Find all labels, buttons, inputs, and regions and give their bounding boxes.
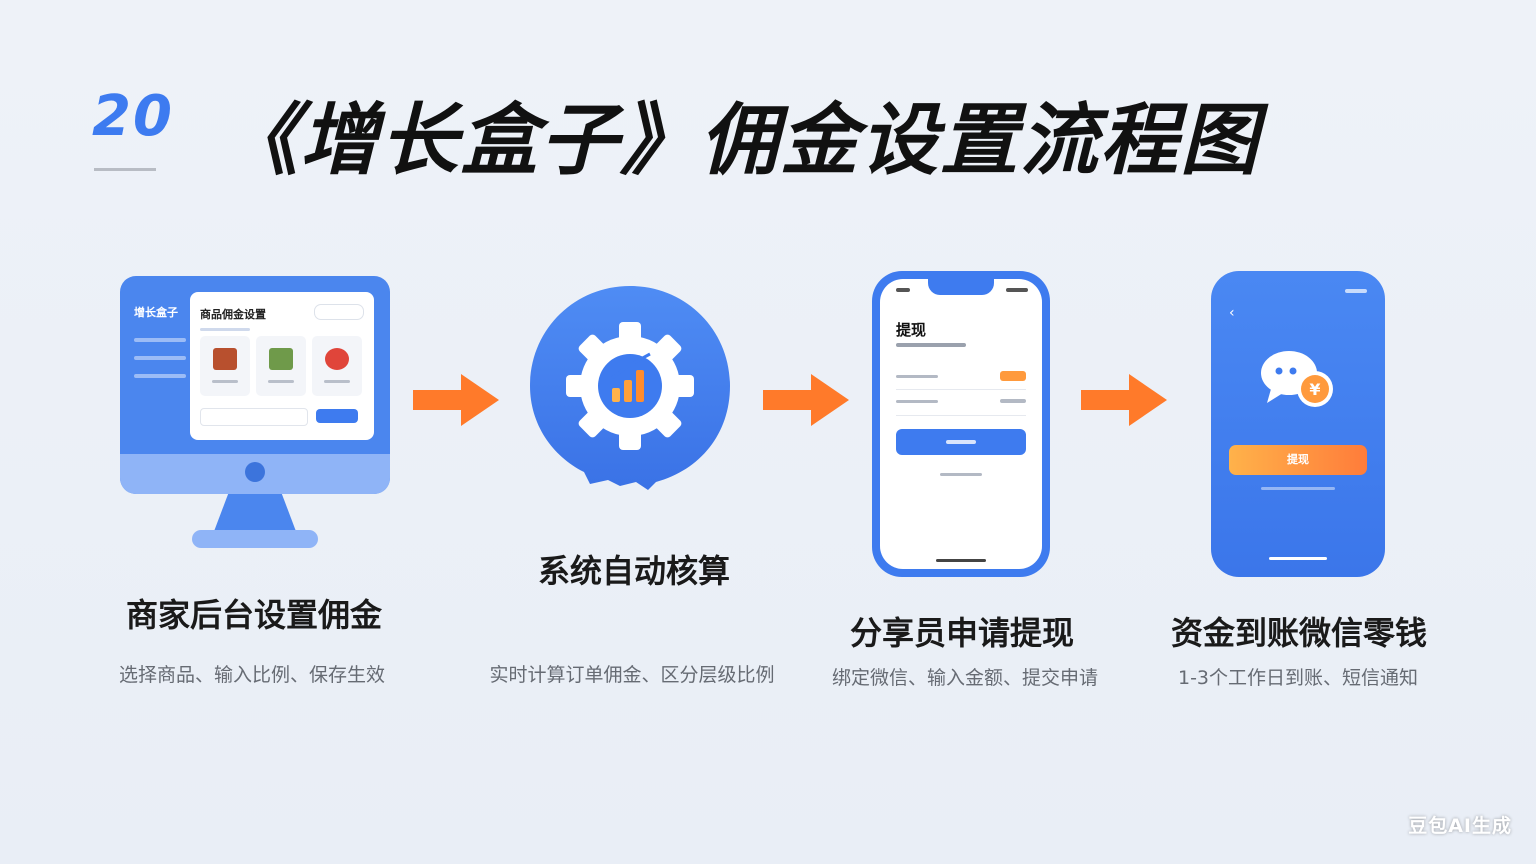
slide-number: 20 xyxy=(92,84,174,149)
monitor-brand-label: 增长盒子 xyxy=(134,306,178,319)
monitor-power-dot xyxy=(245,462,265,482)
arrival-note xyxy=(1261,487,1335,490)
step-1-desc: 选择商品、输入比例、保存生效 xyxy=(118,664,386,686)
product-label xyxy=(212,380,238,383)
chevron-left-icon: ‹ xyxy=(1229,305,1235,321)
status-signal-icon xyxy=(1006,288,1028,292)
step-4-title: 资金到账微信零钱 xyxy=(1170,614,1428,652)
submit-button-label xyxy=(946,440,976,444)
status-time xyxy=(896,288,910,292)
watermark: 豆包AI生成 xyxy=(1408,815,1512,837)
arrow-right-icon xyxy=(1081,374,1167,426)
step-2-desc: 实时计算订单佣金、区分层级比例 xyxy=(489,664,775,686)
phone-screen: 提现 xyxy=(880,279,1042,569)
product-card xyxy=(312,336,362,396)
monitor-search-box xyxy=(314,304,364,320)
monitor-panel-subtitle xyxy=(200,328,250,331)
phone-notch xyxy=(928,279,994,295)
form-divider xyxy=(896,389,1026,390)
monitor-menu-item xyxy=(134,374,186,378)
product-label xyxy=(324,380,350,383)
withdraw-subtitle xyxy=(896,343,966,347)
product-label xyxy=(268,380,294,383)
step-1-title: 商家后台设置佣金 xyxy=(125,596,383,634)
form-divider xyxy=(896,415,1026,416)
save-button xyxy=(316,409,358,423)
step-4-desc: 1-3个工作日到账、短信通知 xyxy=(1177,667,1419,689)
monitor-panel-title: 商品佣金设置 xyxy=(200,308,266,321)
monitor-menu-item xyxy=(134,356,186,360)
monitor-settings-panel: 商品佣金设置 xyxy=(190,292,374,440)
home-indicator xyxy=(1269,557,1327,560)
monitor-stand-neck xyxy=(213,494,297,534)
currency-symbol: ¥ xyxy=(1309,380,1320,399)
monitor-stand-base xyxy=(192,530,318,548)
form-label xyxy=(896,400,938,403)
slide-number-underline xyxy=(94,168,156,171)
withdraw-title: 提现 xyxy=(896,321,927,339)
step-3-desc: 绑定微信、输入金额、提交申请 xyxy=(831,667,1099,689)
withdraw-button-label: 提现 xyxy=(1287,453,1309,466)
page-title: 《增长盒子》佣金设置流程图 xyxy=(220,96,1261,186)
step-3-title: 分享员申请提现 xyxy=(849,614,1075,652)
wechat-phone-illustration: ‹ ¥ 提现 xyxy=(1211,271,1385,577)
arrow-right-icon xyxy=(413,374,499,426)
product-thumbnail xyxy=(213,348,237,370)
product-thumbnail xyxy=(269,348,293,370)
merchant-monitor-illustration: 增长盒子 商品佣金设置 xyxy=(120,276,390,548)
gear-chart-icon xyxy=(530,286,730,490)
monitor-menu-item xyxy=(134,338,186,342)
commission-rate-input xyxy=(200,408,308,426)
product-thumbnail xyxy=(325,348,349,370)
status-signal-icon xyxy=(1345,289,1367,293)
form-label xyxy=(896,375,938,378)
product-card xyxy=(256,336,306,396)
withdraw-button: 提现 xyxy=(1229,445,1367,475)
status-tag xyxy=(1000,371,1026,381)
step-2-title: 系统自动核算 xyxy=(537,552,731,590)
arrow-right-icon xyxy=(763,374,849,426)
wechat-chat-icon: ¥ xyxy=(1261,351,1333,407)
withdraw-phone-illustration: 提现 xyxy=(872,271,1050,577)
amount-value xyxy=(1000,399,1026,403)
form-hint xyxy=(940,473,982,476)
product-card xyxy=(200,336,250,396)
home-indicator xyxy=(936,559,986,562)
